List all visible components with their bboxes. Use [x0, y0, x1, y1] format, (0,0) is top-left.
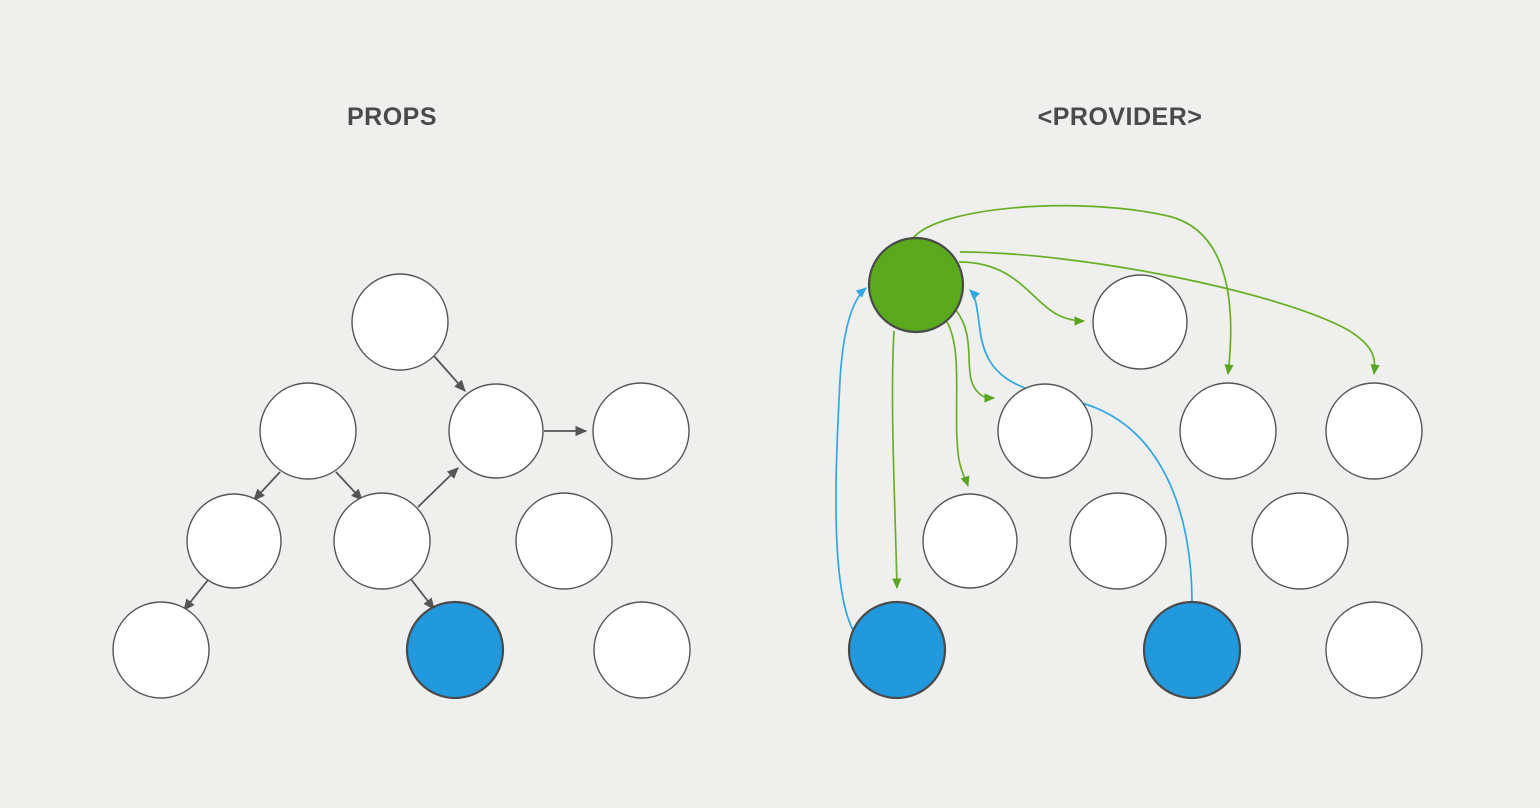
- node-p7[interactable]: [515, 492, 613, 590]
- node-p8[interactable]: [112, 601, 210, 699]
- edge-p6-p3: [417, 467, 459, 508]
- edge-g0-b1: [891, 330, 902, 590]
- node-p9-consumer[interactable]: [405, 600, 505, 700]
- edge-g0-n3: [912, 204, 1234, 376]
- edge-g0-n4: [959, 251, 1380, 376]
- node-p5[interactable]: [186, 493, 282, 589]
- node-p4[interactable]: [592, 382, 690, 480]
- edge-p1-p3: [433, 355, 466, 392]
- props-edges: [183, 355, 588, 611]
- node-p3[interactable]: [448, 383, 544, 479]
- panel-title-provider: <PROVIDER>: [1037, 103, 1203, 131]
- edge-p2-p5: [253, 471, 281, 501]
- node-b1-consumer[interactable]: [847, 600, 947, 700]
- edge-g0-n2: [954, 308, 996, 403]
- node-p6[interactable]: [333, 492, 431, 590]
- props-nodes: [112, 273, 691, 700]
- node-n1[interactable]: [1092, 274, 1188, 370]
- edge-g0-n5: [946, 321, 970, 487]
- node-n4[interactable]: [1325, 382, 1423, 480]
- edge-p6-p9: [409, 577, 435, 610]
- node-b2-consumer[interactable]: [1142, 600, 1242, 700]
- node-n8[interactable]: [1325, 601, 1423, 699]
- node-p10[interactable]: [593, 601, 691, 699]
- node-n6[interactable]: [1069, 492, 1167, 590]
- edge-g0-n1: [958, 261, 1086, 326]
- node-n2[interactable]: [997, 383, 1093, 479]
- provider-green-edges: [891, 204, 1380, 590]
- node-n7[interactable]: [1251, 492, 1349, 590]
- edge-b1-g0: [835, 287, 867, 639]
- provider-nodes: [847, 236, 1423, 700]
- node-g0-provider[interactable]: [867, 236, 965, 334]
- node-n3[interactable]: [1179, 382, 1277, 480]
- edge-p2-p6: [335, 471, 363, 501]
- edge-p5-p8: [183, 579, 209, 611]
- panel-title-props: PROPS: [346, 103, 438, 131]
- node-p2[interactable]: [259, 382, 357, 480]
- node-p1[interactable]: [351, 273, 449, 371]
- node-n5[interactable]: [922, 493, 1018, 589]
